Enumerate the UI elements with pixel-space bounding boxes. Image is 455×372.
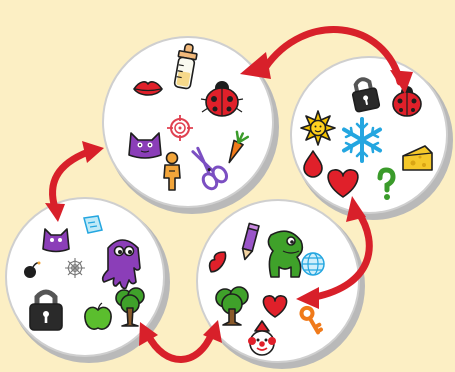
ice-cube-icon[interactable]: [84, 216, 102, 233]
ghost-icon[interactable]: [103, 240, 140, 288]
spider-web-icon[interactable]: [65, 258, 85, 278]
sun-icon[interactable]: [301, 111, 335, 145]
card-top-right[interactable]: [291, 57, 453, 220]
globe-icon[interactable]: [302, 253, 324, 275]
lips-icon[interactable]: [134, 82, 162, 95]
card-bottom-right[interactable]: [197, 200, 365, 369]
